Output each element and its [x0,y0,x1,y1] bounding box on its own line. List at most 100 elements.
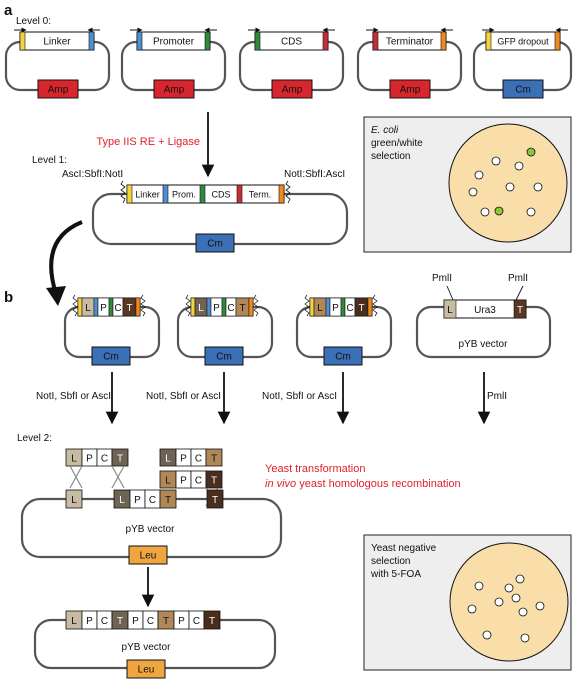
final-letter: P [178,616,185,627]
fragment-letter: L [71,454,77,465]
site-zigzag-left [120,180,126,204]
white-colony [511,593,521,603]
white-colony [474,170,484,180]
white-colony [518,607,528,617]
cassette-plasmid-3: L P C T Cm [295,294,393,366]
digest-label: PmlI [487,391,507,402]
fragment-letter: T [117,454,123,465]
pmli-site-2: PmlI [508,273,528,284]
cassette-letter: T [358,303,364,314]
site-right: NotI:SbfI:AscI [284,169,345,180]
level1-part-label: CDS [211,190,230,200]
cassette-letter: P [332,303,339,314]
level1-part-label: Term. [249,190,272,200]
white-colony [505,182,515,192]
pyb-name: pYB vector [459,339,509,350]
site-zigzag [304,294,310,317]
cassette-letter: C [346,303,353,314]
yeast-line2: selection [371,556,410,567]
panel-a-letter: a [4,2,13,19]
fragment-letter: P [180,476,187,487]
white-colony [535,601,545,611]
level0-label: Level 0: [16,16,51,27]
site-zigzag [140,294,146,317]
fragment-letter: C [101,454,108,465]
yeast-selection-panel: Yeast negative selection with 5-FOA [363,534,572,671]
marker-label: Cm [207,239,223,250]
white-colony [533,182,543,192]
part-label: Terminator [386,37,434,48]
digest-label: NotI, SbfI or AscI [262,391,337,402]
fragment-letter: L [165,454,171,465]
fragment-letter: T [211,454,217,465]
linear-fragment-2: L P C T [159,448,223,467]
transformation-label: Yeast transformation [265,463,365,475]
site-zigzag [72,294,78,317]
vector-left: L [71,495,77,506]
fragment-letter: T [165,495,171,506]
white-colony [468,187,478,197]
petri-dish [449,542,569,662]
final-marker: Leu [138,665,155,676]
cassette-letter: T [239,303,245,314]
fragment-letter: C [195,454,202,465]
fragment-letter: P [134,495,141,506]
level1-part-label: Linker [135,190,160,200]
marker-label: Cm [103,352,119,363]
digest-label: NotI, SbfI or AscI [146,391,221,402]
white-colony [520,633,530,643]
marker-label: Amp [400,85,421,96]
fragment-letter: T [211,476,217,487]
level0-plasmid-terminator: Terminator Amp [356,27,463,99]
marker-label: Amp [48,85,69,96]
pyb-gene: Ura3 [474,305,496,316]
level0-plasmid-gfp-dropout: GFP dropout Cm [472,27,573,99]
white-colony [504,583,514,593]
petri-dish [448,123,568,243]
crossover-x [111,465,125,489]
level0-plasmid-promoter: Promoter Amp [120,27,227,99]
part-label: Promoter [153,37,195,48]
level1-label: Level 1: [32,155,67,166]
curved-arrow [49,220,83,295]
green-colony [494,206,504,216]
fragment-letter: C [149,495,156,506]
site-zigzag [253,294,259,317]
cassette-letter: T [126,303,132,314]
marker-label: Cm [335,352,351,363]
cassette-letter: C [114,303,121,314]
final-letter: P [132,616,139,627]
pmli-site-1: PmlI [432,273,452,284]
white-colony [474,581,484,591]
site-zigzag-right [285,180,291,204]
cassette-letter: P [100,303,107,314]
cassette-letter: L [317,303,323,314]
vector-marker: Leu [140,551,157,562]
cassette-letter: C [227,303,234,314]
fragment-letter: P [180,454,187,465]
curved-arrow-head [46,286,66,306]
cassette-letter: P [213,303,220,314]
green-colony [526,147,536,157]
white-colony [494,597,504,607]
crossover-x [69,465,83,489]
ecoli-species: E. coli [371,125,399,136]
recombination-label: in vivo yeast homologous recombination [265,478,461,490]
digest-label: NotI, SbfI or AscI [36,391,111,402]
vector-right: T [212,495,218,506]
fragment-letter: P [86,454,93,465]
final-letter: C [193,616,200,627]
white-colony [480,207,490,217]
marker-label: Cm [216,352,232,363]
cassette-letter: L [85,303,91,314]
cassette-plasmid-1: L P C T Cm [63,294,161,366]
cassette-letter: L [198,303,204,314]
linear-fragment-3: L P C T [159,470,223,489]
yeast-line1: Yeast negative [371,543,437,554]
fragment-letter: L [119,495,125,506]
vector-name: pYB vector [126,524,176,535]
reaction-label: Type IIS RE + Ligase [96,136,200,148]
site-zigzag [185,294,191,317]
part-label: Linker [43,37,71,48]
